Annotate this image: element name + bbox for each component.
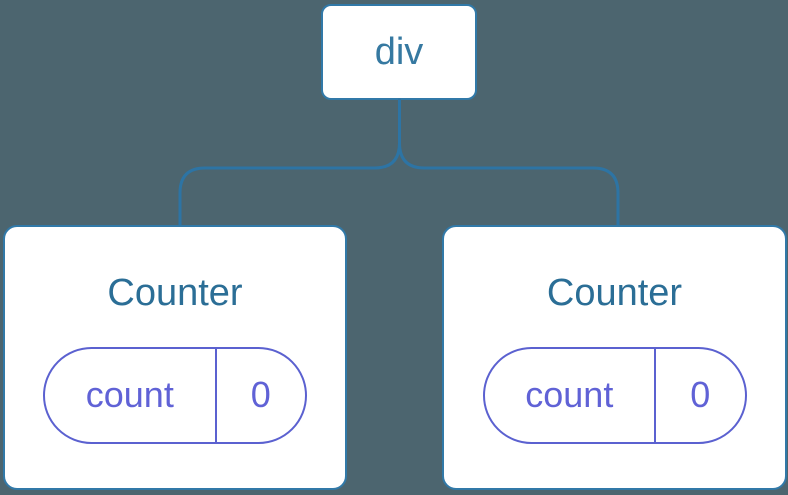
state-key-label: count xyxy=(85,374,174,416)
state-value-label: 0 xyxy=(690,374,711,416)
state-key-cell: count xyxy=(45,348,217,442)
state-value-cell: 0 xyxy=(656,349,744,442)
root-node-label: div xyxy=(374,31,424,73)
state-pill: count 0 xyxy=(43,346,307,444)
tree-node-counter-left: Counter count 0 xyxy=(3,225,347,490)
tree-node-root: div xyxy=(321,4,477,100)
state-key-cell: count xyxy=(485,348,657,442)
counter-node-label: Counter xyxy=(546,272,683,314)
state-pill: count 0 xyxy=(482,346,747,444)
state-value-cell: 0 xyxy=(217,349,305,442)
connector-left-branch xyxy=(178,98,401,227)
state-key-label: count xyxy=(525,374,614,416)
connector-right-branch xyxy=(398,98,620,227)
tree-node-counter-right: Counter count 0 xyxy=(442,225,787,490)
state-value-label: 0 xyxy=(250,374,271,416)
counter-node-label: Counter xyxy=(107,272,243,314)
